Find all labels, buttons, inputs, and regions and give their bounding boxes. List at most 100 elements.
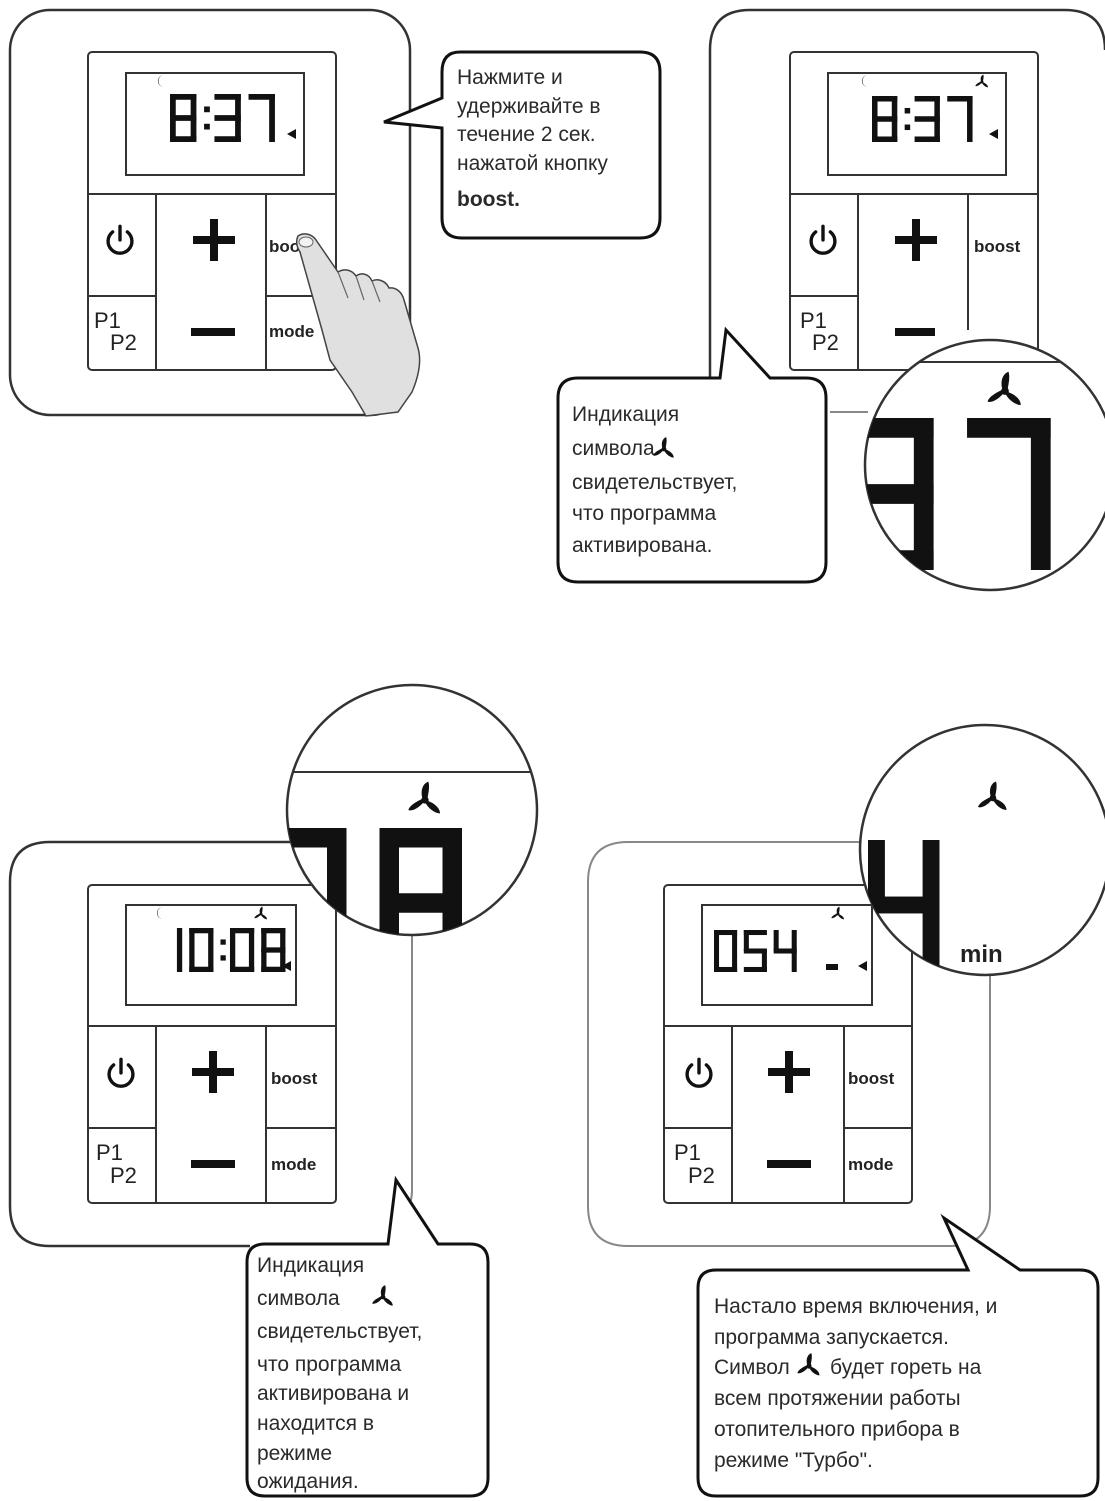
digit-segment <box>269 94 275 118</box>
digit-segment <box>967 119 973 142</box>
digit-segment <box>792 930 797 951</box>
digit-segment <box>380 903 400 978</box>
digit-segment <box>1031 418 1051 494</box>
digit-segment <box>170 115 196 121</box>
digit-segment <box>443 828 463 903</box>
digit-segment <box>191 94 197 118</box>
power-icon[interactable] <box>109 1059 133 1086</box>
digit-segment <box>327 828 347 903</box>
moon-icon <box>862 75 868 87</box>
digit-segment <box>850 550 934 570</box>
lcd-screen <box>828 73 1006 175</box>
digit-segment <box>189 928 194 950</box>
boost-button[interactable]: boost <box>271 1069 318 1088</box>
panel-4: P1 P2 boost mode min Настало время включ… <box>588 725 1105 1496</box>
minus-button[interactable] <box>895 328 935 336</box>
zoom-circle <box>264 685 540 978</box>
seven-segment-display <box>170 94 275 142</box>
min-unit-label: min <box>960 941 1003 968</box>
zoom-circle: min <box>860 725 1105 975</box>
boost-button[interactable]: boost <box>848 1069 895 1088</box>
digit-segment <box>923 840 940 905</box>
plus-button[interactable] <box>768 1051 810 1093</box>
digit-segment <box>872 96 878 119</box>
boost-button[interactable]: boost <box>974 237 1021 256</box>
moon-icon <box>158 75 164 87</box>
digit-segment <box>868 840 885 905</box>
lcd-screen <box>126 73 304 175</box>
p2-label[interactable]: P2 <box>110 330 137 355</box>
p2-label[interactable]: P2 <box>812 330 839 355</box>
digit-segment <box>892 96 898 119</box>
digit-segment <box>934 96 940 119</box>
digit-segment <box>261 950 266 972</box>
power-icon[interactable] <box>108 226 132 253</box>
digit-segment <box>914 418 934 494</box>
fan-icon <box>254 907 267 920</box>
panel-3: P1 P2 boost mode Индикация символа свиде… <box>10 685 540 1496</box>
digit-segment <box>189 950 194 972</box>
triangle-marker-icon <box>287 129 296 139</box>
fan-icon <box>975 75 988 88</box>
digit-segment <box>380 828 400 903</box>
digit-segment <box>774 930 779 951</box>
panel-1: P1 P2 boost mode Нажмите и удерживайте в… <box>10 10 660 416</box>
minus-button[interactable] <box>191 328 235 336</box>
digit-segment <box>714 930 719 951</box>
digit-segment <box>792 951 797 972</box>
minus-button[interactable] <box>767 1160 811 1168</box>
digit-segment <box>177 950 182 972</box>
callout-bubble-4: Настало время включения, и программа зап… <box>698 1218 1098 1496</box>
digit-segment <box>967 96 973 119</box>
mode-button[interactable]: mode <box>271 1155 316 1174</box>
digit-segment <box>732 930 737 951</box>
digit-segment <box>249 928 254 950</box>
callout-bubble-3: Индикация символа свидетельствует, что п… <box>247 1180 488 1496</box>
digit-segment <box>230 928 235 950</box>
seven-segment-display <box>714 930 797 972</box>
triangle-marker-icon <box>858 961 867 971</box>
digit-segment <box>177 928 182 950</box>
zoom-circle <box>850 340 1105 590</box>
p2-label[interactable]: P2 <box>688 1163 715 1188</box>
mode-button[interactable]: mode <box>848 1155 893 1174</box>
digit-segment <box>261 947 285 952</box>
fan-icon <box>831 907 844 920</box>
p2-label[interactable]: P2 <box>110 1163 137 1188</box>
digit-segment <box>230 950 235 972</box>
digit-segment <box>744 967 767 972</box>
callout-bubble-1: Нажмите и удерживайте в течение 2 сек. н… <box>384 52 660 238</box>
mode-button[interactable]: mode <box>269 322 314 341</box>
digit-segment <box>261 928 266 950</box>
lcd-screen <box>702 905 872 1005</box>
digit-segment <box>1031 494 1051 570</box>
blink-dot <box>826 964 838 970</box>
digit-segment <box>235 94 241 118</box>
hand-pointer-icon <box>297 234 420 416</box>
digit-segment <box>269 118 275 142</box>
digit-segment <box>915 136 940 142</box>
moon-icon <box>157 907 163 919</box>
seven-segment-display <box>177 928 286 972</box>
power-icon[interactable] <box>687 1059 711 1086</box>
digit-segment <box>714 951 719 972</box>
digit-segment <box>170 118 176 142</box>
digit-segment <box>380 893 463 913</box>
plus-button[interactable] <box>193 219 235 261</box>
plus-button[interactable] <box>192 1051 234 1093</box>
seven-segment-display <box>872 96 973 142</box>
p1-label[interactable]: P1 <box>674 1140 701 1165</box>
digit-segment <box>872 119 878 142</box>
plus-button[interactable] <box>895 219 937 261</box>
digit-segment <box>280 928 285 950</box>
digit-segment <box>208 928 213 950</box>
callout-bubble-2: Индикация символа свидетельствует, что п… <box>558 330 826 582</box>
digit-segment <box>872 116 897 122</box>
digit-segment <box>443 903 463 978</box>
digit-segment <box>170 94 176 118</box>
power-icon[interactable] <box>811 226 835 253</box>
minus-button[interactable] <box>191 1160 235 1168</box>
lcd-digits <box>170 94 275 142</box>
p1-label[interactable]: P1 <box>96 1140 123 1165</box>
